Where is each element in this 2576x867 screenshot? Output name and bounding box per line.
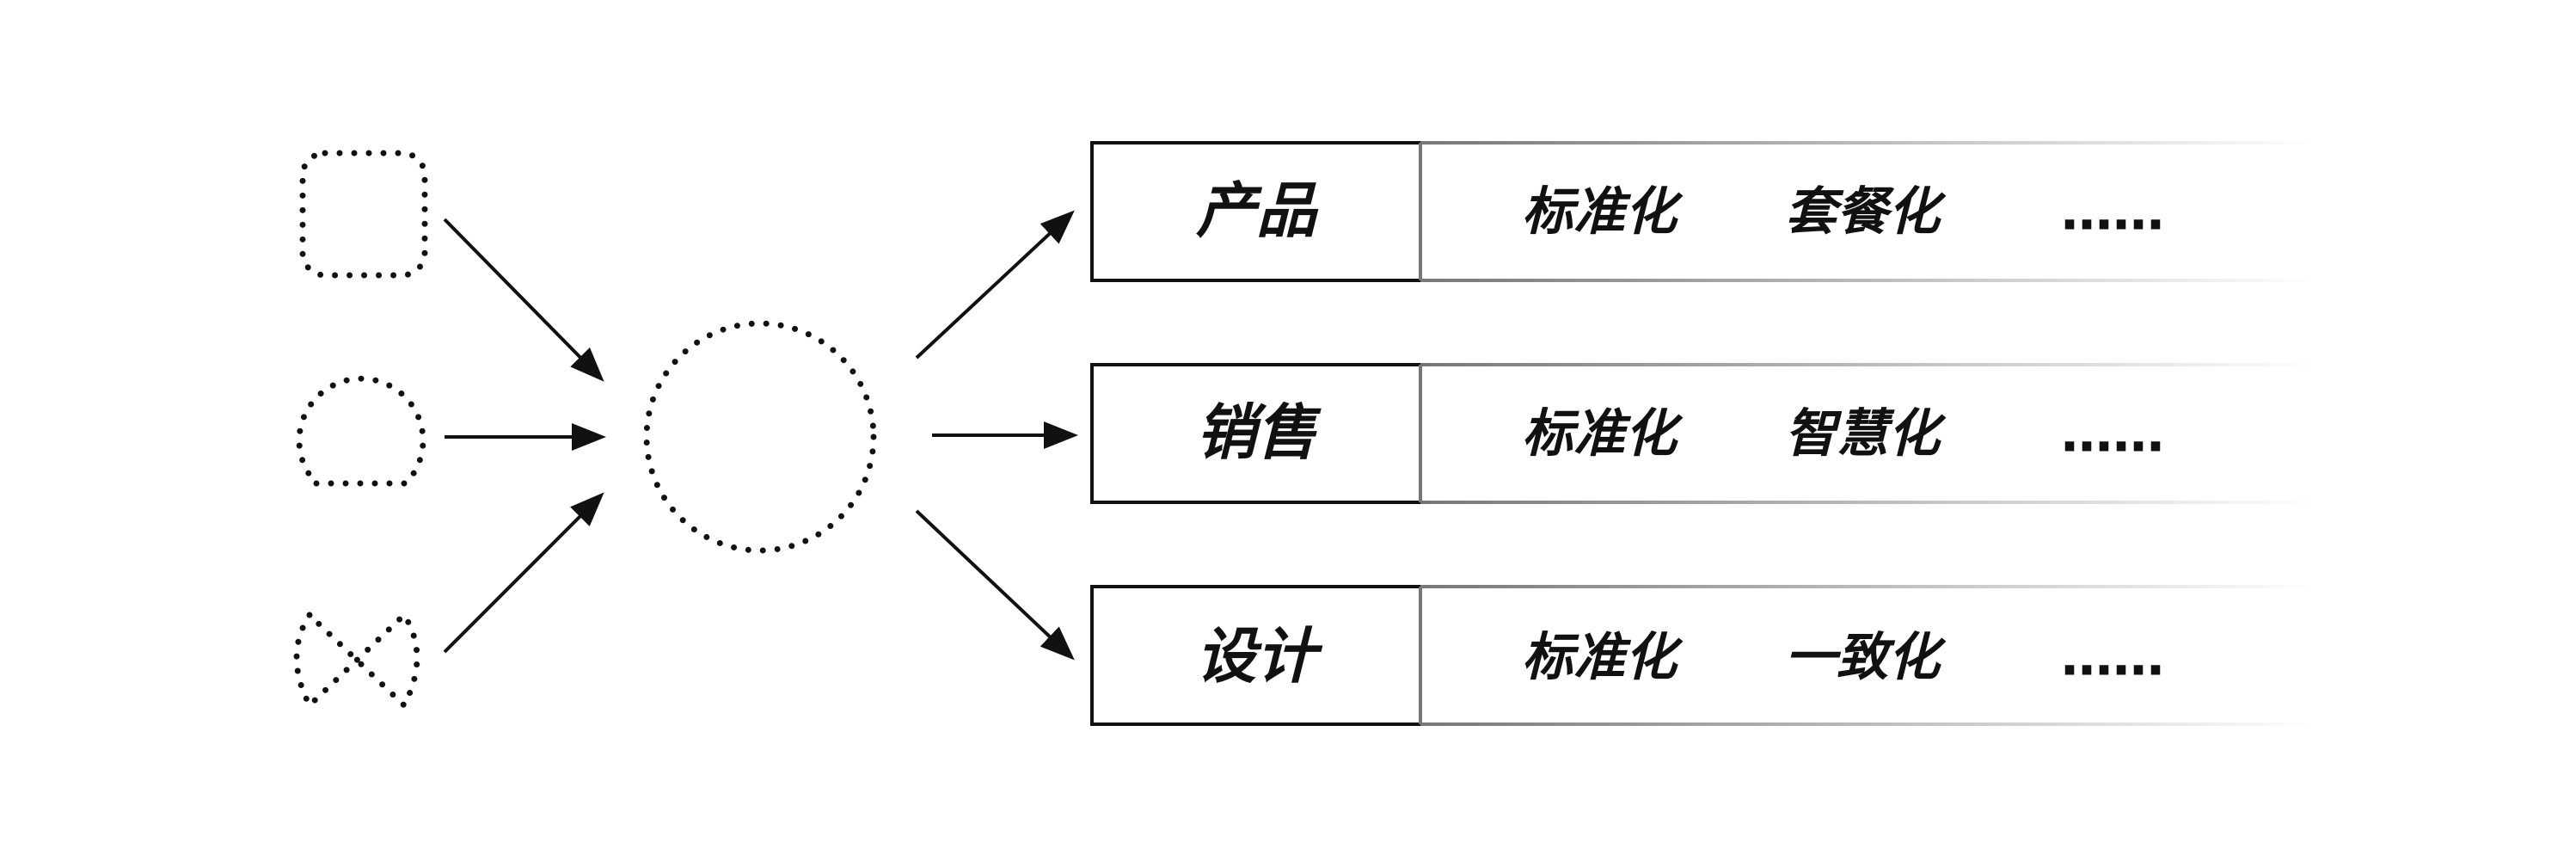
arrow-hub-to-row-3 bbox=[915, 509, 1075, 661]
row-2-label-box bbox=[1090, 363, 1420, 504]
output-arrows bbox=[915, 210, 1078, 661]
row-2: 销售 标准化 智慧化 …… bbox=[1090, 363, 2315, 504]
input-shapes bbox=[293, 150, 428, 710]
row-2-bottom-fade bbox=[1420, 501, 2315, 504]
dotted-bowtie-icon bbox=[293, 610, 420, 710]
row-1-bottom-fade bbox=[1420, 279, 2315, 282]
row-1-label-box bbox=[1090, 141, 1420, 282]
arrow-bottom-to-hub bbox=[443, 492, 604, 654]
row-1-item-1: 标准化 bbox=[1522, 182, 1684, 243]
row-2-label: 销售 bbox=[1196, 397, 1322, 468]
row-3-label-box bbox=[1090, 585, 1420, 726]
row-3-ellipsis: …… bbox=[2061, 628, 2164, 688]
dotted-dome-icon bbox=[296, 375, 426, 487]
row-1-label: 产品 bbox=[1196, 175, 1319, 246]
row-1-item-2: 套餐化 bbox=[1785, 182, 1947, 243]
row-3-item-1: 标准化 bbox=[1522, 628, 1684, 688]
row-2-ellipsis: …… bbox=[2061, 404, 2164, 464]
dotted-rounded-square-icon bbox=[299, 150, 428, 279]
row-2-item-1: 标准化 bbox=[1522, 404, 1684, 464]
row-1-top-fade bbox=[1420, 141, 2315, 144]
row-1: 产品 标准化 套餐化 …… bbox=[1090, 141, 2315, 282]
row-2-top-fade bbox=[1420, 363, 2315, 366]
arrow-top-to-hub bbox=[443, 218, 604, 382]
row-1-ellipsis: …… bbox=[2061, 182, 2164, 243]
input-arrows bbox=[443, 218, 606, 654]
row-3: 设计 标准化 一致化 …… bbox=[1090, 585, 2315, 726]
arrow-hub-to-row-1 bbox=[915, 210, 1075, 360]
row-3-item-2: 一致化 bbox=[1785, 628, 1947, 688]
dotted-hub-circle bbox=[643, 320, 877, 554]
row-3-top-fade bbox=[1420, 585, 2315, 588]
row-3-bottom-fade bbox=[1420, 722, 2315, 726]
row-3-label: 设计 bbox=[1196, 621, 1323, 692]
row-2-item-2: 智慧化 bbox=[1785, 404, 1947, 464]
